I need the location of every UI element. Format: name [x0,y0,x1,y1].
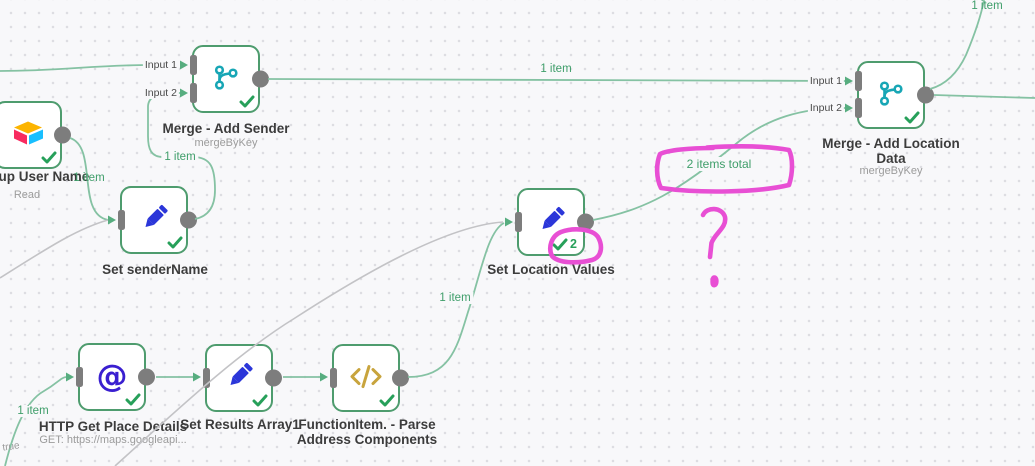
merge-icon [214,65,238,90]
input-connector[interactable] [202,368,210,388]
connection-gray-into-set-sendername [0,219,109,279]
success-check-icon [552,238,568,251]
connection-merge-location-out-right [933,94,1035,99]
items-label: 1 item [161,151,199,163]
success-check-icon [125,393,141,406]
node-subtitle: mergeByKey [859,165,923,177]
items-label: 1 item [540,63,572,75]
arrowhead [66,372,74,382]
node-lookup-user-name[interactable] [0,101,71,169]
node-subtitle: Read [13,189,41,201]
items-label: 1 item [14,405,52,417]
arrowhead [193,372,201,382]
items-label: 1 item [971,0,1003,12]
success-check-icon [239,95,255,108]
input1-connector[interactable] [854,71,862,91]
output-connector[interactable] [391,369,409,387]
arrowhead [320,372,328,382]
hand-drawn-question-mark [700,206,728,260]
node-set-sendername[interactable] [117,186,197,254]
node-title: Set senderName [102,262,208,277]
pencil-icon [230,362,253,386]
arrowhead [505,217,513,227]
output-connector[interactable] [179,211,197,229]
svg-text:@: @ [97,358,128,394]
input2-connector[interactable] [854,98,862,118]
node-functionitem-parse[interactable] [329,344,409,412]
connection-into-merge-sender-input1 [0,64,151,72]
items-label: 1 item [73,172,105,184]
input2-label: Input 2 [142,87,179,99]
success-check-icon [379,394,395,407]
output-connector[interactable] [137,368,155,386]
input2-connector[interactable] [189,83,197,103]
output-connector[interactable] [53,126,71,144]
node-title: HTTP Get Place Details [38,419,188,434]
node-title: Merge - Add Sender [162,121,290,136]
output-connector[interactable] [916,86,934,104]
at-icon: @ [97,358,128,394]
connection-merge-location-out-up [929,0,985,90]
node-title: Set Location Values [487,262,615,277]
success-check-icon [41,151,57,164]
input-connector[interactable] [117,210,125,230]
input-connector[interactable] [329,368,337,388]
merge-icon [879,81,903,106]
connection-merge-sender-to-merge-location-input1 [267,78,846,82]
arrowhead [845,103,853,113]
node-title: Set Results Array1 [180,417,300,432]
arrowhead [108,215,116,225]
output-connector[interactable] [576,213,594,231]
input1-label: Input 1 [142,59,179,71]
success-check-icon [252,394,268,407]
arrowhead [180,88,188,98]
arrowhead [845,76,853,86]
input2-label: Input 2 [807,102,844,114]
node-set-location-values[interactable]: 2 [514,188,594,256]
node-set-results-array1[interactable] [202,344,282,412]
node-merge-add-sender[interactable] [189,45,269,113]
node-title: kup User Name [0,169,90,184]
node-subtitle: GET: https://maps.googleapi... [39,434,187,446]
items-count-badge: 2 [570,237,577,251]
node-http-get-place-details[interactable]: @ [75,343,155,411]
output-connector[interactable] [251,70,269,88]
branch-true-label: true [1,440,21,454]
input-connector[interactable] [514,212,522,232]
input1-connector[interactable] [189,55,197,75]
output-connector[interactable] [264,369,282,387]
node-subtitle: mergeByKey [194,137,258,149]
airtable-icon [14,121,43,145]
node-title: Merge - Add Location Data [822,136,960,166]
success-check-icon [167,236,183,249]
node-merge-add-location-data[interactable] [854,61,934,129]
hand-drawn-question-dot [710,275,719,288]
pencil-icon [145,204,168,228]
items-total-label: 2 items total [683,157,755,171]
pencil-icon [542,206,565,230]
items-label: 1 item [436,292,474,304]
input1-label: Input 1 [807,75,844,87]
node-title: FunctionItem. - Parse Address Components [296,417,438,447]
success-check-icon [904,111,920,124]
input-connector[interactable] [75,367,83,387]
arrowhead [180,60,188,70]
code-icon [350,365,382,389]
